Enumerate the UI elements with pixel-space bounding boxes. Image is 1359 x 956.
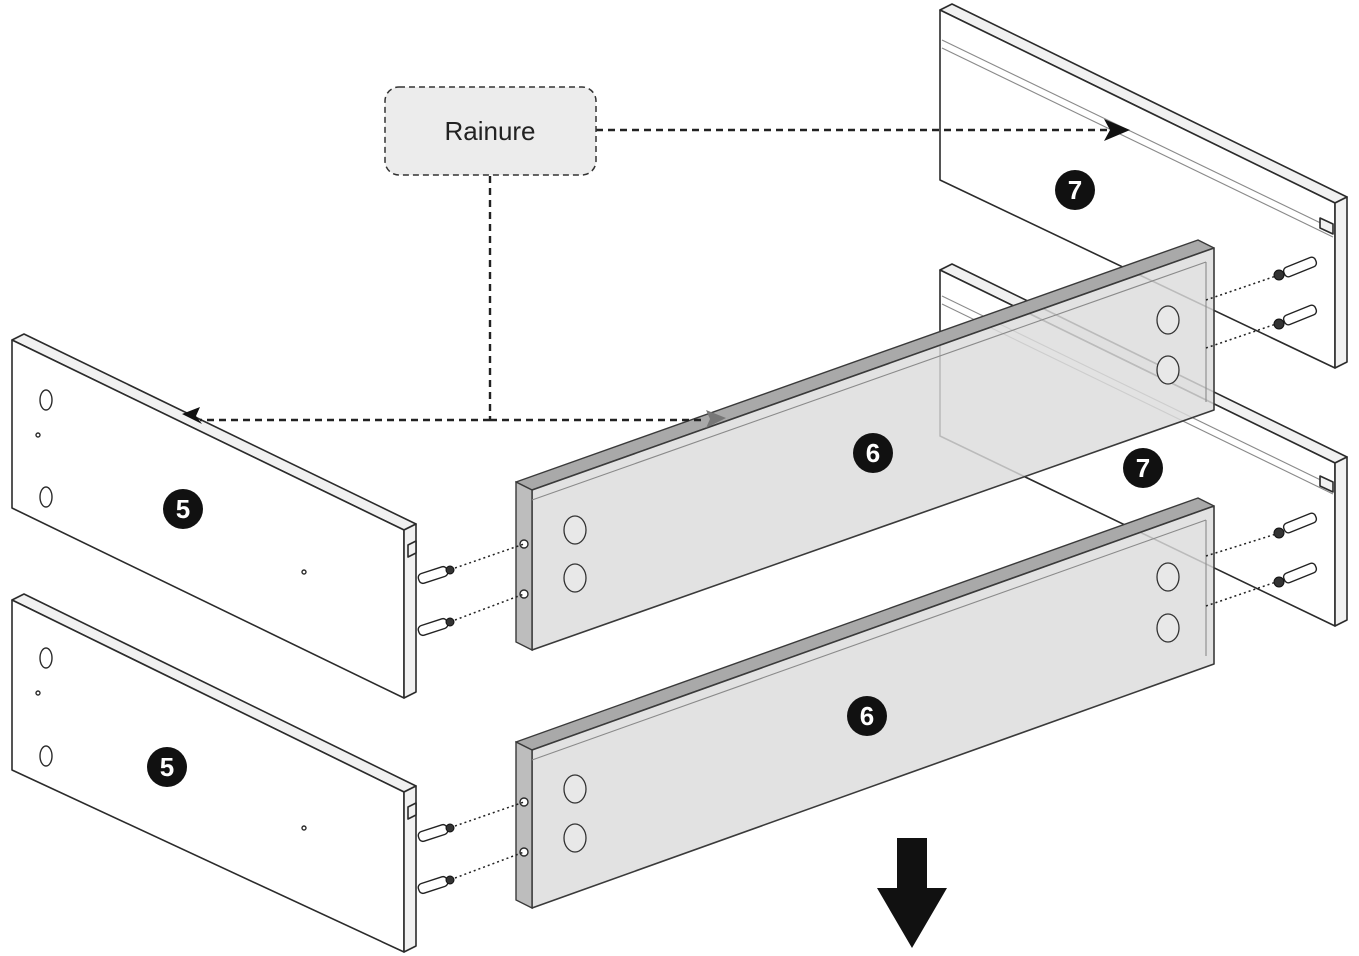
svg-text:5: 5 (160, 752, 174, 782)
front-panel-bottom (11, 593, 417, 953)
cam-bolt-icon (1273, 256, 1318, 281)
arrow-down-icon (877, 838, 947, 948)
svg-text:7: 7 (1136, 453, 1150, 483)
cam-bolts-back (1273, 256, 1318, 588)
callout-connectors (182, 119, 1130, 428)
svg-text:6: 6 (860, 701, 874, 731)
assembly-guide-lines (454, 275, 1277, 879)
front-panel-top (11, 333, 417, 699)
cam-bolt-icon (1273, 562, 1318, 588)
part-number-6-bottom: 6 (847, 696, 887, 736)
cam-bolt-icon (417, 875, 455, 895)
arrowhead-right-icon (1104, 119, 1130, 141)
arrowhead-left-icon (182, 407, 202, 424)
part-number-5-top: 5 (163, 489, 203, 529)
part-number-6-top: 6 (853, 433, 893, 473)
svg-text:6: 6 (866, 438, 880, 468)
arrowhead-right-icon (706, 410, 726, 428)
part-number-5-bottom: 5 (147, 747, 187, 787)
cam-bolts-front (417, 565, 455, 895)
back-panel-top (939, 3, 1348, 369)
part-number-7-top: 7 (1055, 170, 1095, 210)
callout-label: Rainure (444, 116, 535, 146)
cam-bolt-icon (1273, 304, 1318, 330)
part-number-7-middle: 7 (1123, 448, 1163, 488)
cam-bolt-icon (417, 823, 455, 843)
cam-bolt-icon (417, 565, 455, 585)
svg-text:7: 7 (1068, 175, 1082, 205)
svg-text:5: 5 (176, 494, 190, 524)
cam-bolt-icon (417, 617, 455, 637)
callout-rainure: Rainure (384, 86, 597, 176)
cam-bolt-icon (1273, 512, 1318, 539)
